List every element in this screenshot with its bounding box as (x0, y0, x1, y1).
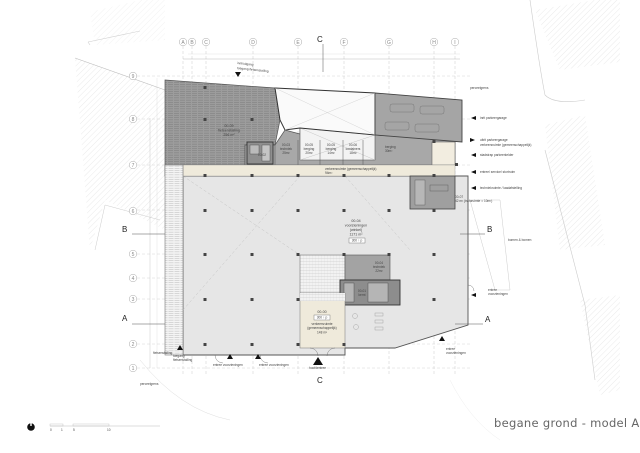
grid-col-e: E (296, 40, 300, 46)
room-00-05a-code: 00-05 (305, 143, 313, 147)
note-bike-access-1: toegang (173, 354, 185, 358)
room-00-06-area: 18m² (349, 151, 356, 155)
note-entree-right-1: entree (488, 288, 497, 292)
scale-tick-5: 5 (73, 428, 75, 432)
room-00-00-name: verkeersruimte (311, 322, 332, 326)
room-00-00-area: 148 m² (317, 331, 327, 335)
scale-tick-0: 0 (50, 428, 52, 432)
section-a-right: A (485, 315, 491, 324)
grid-row-6: 6 (132, 209, 135, 215)
grid-row-9: 9 (132, 74, 135, 80)
room-00-07-area: 42 m² (traforuimte = 10m²) (455, 199, 492, 203)
room-00-04-name: voorzieningen (345, 224, 367, 228)
grid-row-1: 1 (132, 366, 135, 372)
room-00-07-code: 00-07 (455, 195, 463, 199)
room-00-03-area: 25m² (282, 151, 289, 155)
note-stair-garage: stadstrap parkeerkelder (480, 153, 514, 157)
note-entree-bottom-right-2: voorzieningen (446, 351, 466, 355)
room-00-05b-area: 14m² (327, 151, 334, 155)
grid-row-5: 5 (132, 252, 135, 258)
section-b-left: B (122, 225, 127, 234)
room-00-05b-code: 00-05 (327, 143, 335, 147)
room-00-05a-name: berging (304, 147, 315, 151)
room-00-01-name: kernt (358, 293, 365, 297)
room-tech2-area: 22m² (375, 269, 382, 273)
room-00-06-code: 00-06 (349, 143, 357, 147)
room-00-04-sub: (winkel) (350, 228, 362, 232)
section-c-top: C (317, 35, 323, 44)
note-exit-garage: inrit parkeergarage (480, 116, 507, 120)
section-c-bottom: C (317, 376, 323, 385)
grid-col-d: D (251, 40, 255, 46)
room-00-00-code: 00-00 (317, 310, 326, 314)
note-entree-right-2: voorzieningen (488, 292, 508, 296)
grid-row-3: 3 (132, 297, 135, 303)
building (164, 79, 475, 364)
grid-col-c: C (204, 40, 208, 46)
grid-col-i: I (454, 40, 455, 46)
grid-row-2: 2 (132, 342, 135, 348)
corridor-north-name: verkeersruimte (gemeenschappelijk) (325, 167, 376, 171)
room-00-00-sub: (gemeenschappelijk) (307, 326, 336, 330)
room-00-04-tag: 300 ↑ p (352, 239, 363, 243)
scale-tick-1: 1 (61, 428, 63, 432)
room-tech2-code: 00-04 (375, 261, 383, 265)
note-trees: bomen & bomen (508, 238, 532, 242)
room-00-09-name: fietsenstalling (218, 129, 240, 133)
section-a-left: A (122, 314, 128, 323)
room-tech2-name: techniek (373, 265, 385, 269)
grid-row-8: 8 (132, 117, 135, 123)
note-parcel-top: perceelgrens (470, 86, 489, 90)
grid-col-h: H (432, 40, 436, 46)
room-00-03-code: 00-03 (282, 143, 290, 147)
note-main-entrance: hoofdentree (309, 366, 326, 370)
room-00-04-code: 00-04 (351, 219, 360, 223)
note-traffic-east: verkeersruimte (gemeenschappelijk) (480, 143, 531, 147)
note-entry-garage: uitrit parkeergarage (480, 138, 508, 142)
grid-col-f: F (342, 40, 345, 46)
note-fietsenstalling-small: fietsenstalling (153, 351, 173, 355)
drawing-title: begane grond - model A (494, 416, 640, 430)
section-markers: C C A A B B (122, 35, 492, 385)
room-storage-name: berging (385, 145, 396, 149)
note-entree-bottom-right-1: entree (446, 347, 455, 351)
note-parcel-bottom: perceelgrens (140, 382, 159, 386)
grid-row-4: 4 (132, 276, 135, 282)
note-top-entrance-2: toegang fietsenstalling (237, 66, 269, 73)
room-00-05b-name: berging (326, 147, 337, 151)
note-top-entrance-1: inrit/uitgang (237, 61, 254, 67)
room-00-04-area: 1171 m² (350, 233, 364, 237)
grid-row-7: 7 (132, 163, 135, 169)
scale-tick-10: 10 (107, 428, 111, 432)
note-entree-bottom-2: entree voorzieningen (259, 363, 289, 367)
room-00-02-code: 00-02 (258, 153, 266, 157)
room-labels: 00-09 fietsenstalling 256 m² 00-02 00-03… (218, 124, 492, 335)
room-00-03-name: techniek (280, 147, 292, 151)
room-storage-area: 30m² (385, 149, 392, 153)
grid-col-g: G (387, 40, 391, 46)
note-bike-access-2: fietsenstalling (173, 358, 193, 362)
entrance-arrows (177, 72, 476, 365)
note-tech-supply: techniekruimte / laadafstelling (480, 186, 522, 190)
room-00-09-area: 256 m² (223, 133, 235, 137)
grid-col-b: B (190, 40, 194, 46)
room-00-09-code: 00-09 (224, 124, 233, 128)
room-00-06-name: containers (346, 147, 361, 151)
scale-bar: 0 1 5 10 (49, 423, 160, 432)
note-entree-service: entree/ service/ stortruim (480, 170, 515, 174)
structural-columns (203, 86, 458, 346)
surrounding-hatch (74, 0, 620, 441)
annotations: inrit/uitgang toegang fietsenstalling pe… (140, 61, 532, 386)
grid-columns: A B C D E F G H I (178, 37, 460, 375)
north-arrow (27, 421, 35, 431)
corridor-north-area: 94m² (325, 171, 332, 175)
room-00-00-tag: 300 ↑ p (317, 316, 328, 320)
room-00-05a-area: 20m² (305, 151, 312, 155)
note-entree-bottom-1: entree voorzieningen (213, 363, 243, 367)
room-00-01-code: 00-01 (358, 289, 366, 293)
section-b-right: B (487, 225, 492, 234)
grid-col-a: A (181, 40, 185, 46)
